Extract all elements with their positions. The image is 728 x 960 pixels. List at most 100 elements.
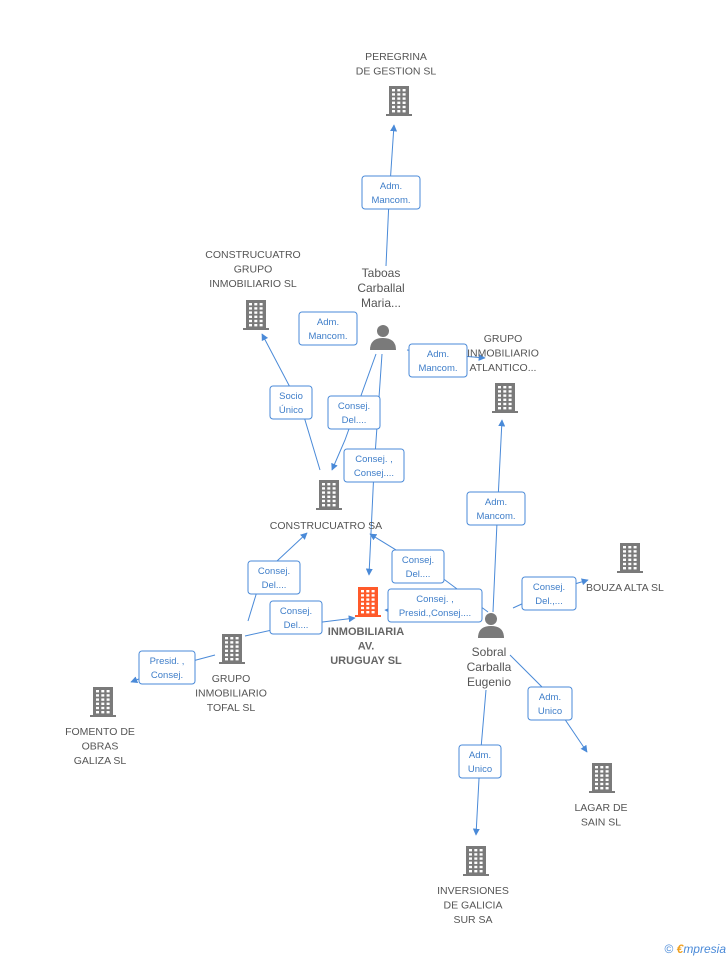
relation-text: Adm. <box>485 497 507 508</box>
relation-text: Consej. <box>151 670 183 681</box>
node-label-line: PEREGRINA <box>365 51 427 63</box>
relation-text: Consej. <box>258 566 290 577</box>
relation-label-r-consej-del-sobral-csa[interactable]: Consej. Del.... <box>391 549 445 584</box>
node-label-line: BOUZA ALTA SL <box>586 582 664 594</box>
relation-text: Mancom. <box>371 195 410 206</box>
person-icon <box>478 613 504 638</box>
relation-text: Consej. <box>533 582 565 593</box>
node-label-line: INMOBILIARIO SL <box>209 278 297 290</box>
relation-label-r-consej-del-taboas[interactable]: Consej. Del.... <box>327 395 381 430</box>
node-label-line: ATLANTICO... <box>470 362 537 374</box>
relation-label-r-consej-del-tofal-main[interactable]: Consej. Del.... <box>269 600 323 635</box>
relation-label-r-adm-atlantico-sobral[interactable]: Adm. Mancom. <box>466 491 526 526</box>
building-icon <box>355 587 381 617</box>
node-label-line: INVERSIONES <box>437 885 509 897</box>
relation-text: Consej. <box>280 606 312 617</box>
person-icon <box>370 325 396 350</box>
relation-label-r-adm-construcuatro-grupo[interactable]: Adm. Mancom. <box>298 311 358 346</box>
relation-text: Unico <box>538 706 562 717</box>
relation-text: Presid.,Consej.... <box>399 608 471 619</box>
relation-edge <box>331 353 377 471</box>
relation-text: Presid. , <box>150 656 185 667</box>
relation-text: Adm. <box>539 692 561 703</box>
relation-text: Mancom. <box>308 331 347 342</box>
relation-label-r-presid-consej-fomento[interactable]: Presid. , Consej. <box>138 650 196 685</box>
relations-layer: Adm. Mancom. Adm. Mancom. Adm. Mancom. SocioÚn… <box>138 175 577 779</box>
relation-text: Del.... <box>284 620 309 631</box>
empresia-logo-icon: € <box>676 942 684 956</box>
node-grupo-atlantico[interactable]: GRUPO INMOBILIARIO ATLANTICO... <box>467 333 539 413</box>
node-label-line: GALIZA SL <box>74 755 127 767</box>
node-label-line: CONSTRUCUATRO SA <box>270 520 382 532</box>
node-label-line: INMOBILIARIO <box>467 348 539 360</box>
node-label-line: FOMENTO DE <box>65 726 135 738</box>
node-label-line: CONSTRUCUATRO <box>205 249 300 261</box>
relation-text: Adm. <box>317 317 339 328</box>
node-label-line: Taboas <box>362 266 401 280</box>
node-label-line: GRUPO <box>484 333 523 345</box>
node-label-line: DE GESTION SL <box>356 66 437 78</box>
relation-text: Socio <box>279 391 303 402</box>
building-icon <box>219 634 245 664</box>
relation-text: Del.,... <box>535 596 562 607</box>
node-label-line: Sobral <box>472 645 507 659</box>
relation-text: Mancom. <box>418 363 457 374</box>
relation-label-r-adm-unico-lagar[interactable]: Adm. Unico <box>527 686 573 721</box>
relation-text: Unico <box>468 764 492 775</box>
relation-text: Adm. <box>380 181 402 192</box>
relation-text: Del.... <box>342 415 367 426</box>
nodes-layer: PEREGRINA DE GESTION SL CONSTRUCUATRO GRUPO… <box>65 51 664 926</box>
node-label-line: GRUPO <box>212 673 251 685</box>
node-label-line: INMOBILIARIA <box>328 626 404 638</box>
brand-name: mpresia <box>683 942 726 956</box>
node-label-line: SUR SA <box>453 914 492 926</box>
building-icon <box>90 687 116 717</box>
relation-label-r-consej-del-tofal-csa[interactable]: Consej. Del.... <box>247 560 301 595</box>
node-label-line: GRUPO <box>234 264 273 276</box>
copyright-icon: © <box>664 942 674 956</box>
relation-label-r-consej-del-bouza[interactable]: Consej. Del.,... <box>521 576 577 611</box>
node-inversiones[interactable]: INVERSIONES DE GALICIA SUR SA <box>437 846 509 926</box>
relation-label-r-adm-peregrina[interactable]: Adm. Mancom. <box>361 175 421 210</box>
relation-text: Consej. <box>338 401 370 412</box>
relation-text: Del.... <box>262 580 287 591</box>
node-bouza[interactable]: BOUZA ALTA SL <box>586 543 664 594</box>
relation-text: Único <box>279 405 303 416</box>
node-label-line: Maria... <box>361 296 401 310</box>
building-icon <box>243 300 269 330</box>
relation-label-r-consej-taboas-main[interactable]: Consej. , Consej.... <box>343 448 405 483</box>
node-label-line: Eugenio <box>467 675 511 689</box>
node-construcuatro-grupo[interactable]: CONSTRUCUATRO GRUPO INMOBILIARIO SL <box>205 249 301 330</box>
building-icon <box>492 383 518 413</box>
relation-label-r-consej-presid-sobral-main[interactable]: Consej. , Presid.,Consej.... <box>387 588 483 623</box>
building-icon <box>386 86 412 116</box>
building-icon <box>463 846 489 876</box>
node-label-line: DE GALICIA <box>444 900 503 912</box>
node-label-line: INMOBILIARIO <box>195 688 267 700</box>
node-construcuatro-sa[interactable]: CONSTRUCUATRO SA <box>270 480 382 532</box>
relation-text: Consej. <box>402 555 434 566</box>
node-fomento[interactable]: FOMENTO DE OBRAS GALIZA SL <box>65 687 135 767</box>
node-tofal[interactable]: GRUPO INMOBILIARIO TOFAL SL <box>195 634 267 714</box>
relation-text: Adm. <box>427 349 449 360</box>
relation-text: Mancom. <box>476 511 515 522</box>
node-taboas[interactable]: TaboasCarballalMaria... <box>357 266 405 350</box>
node-peregrina[interactable]: PEREGRINA DE GESTION SL <box>356 51 437 116</box>
building-icon <box>617 543 643 573</box>
relation-text: Del.... <box>406 569 431 580</box>
node-label-line: LAGAR DE <box>574 802 627 814</box>
relation-text: Consej. , <box>355 454 393 465</box>
relation-text: Consej.... <box>354 468 394 479</box>
footer-brand[interactable]: © €mpresia <box>664 942 726 956</box>
node-label-line: Carballa <box>467 660 512 674</box>
relation-label-r-adm-atlantico-taboas[interactable]: Adm. Mancom. <box>408 343 468 378</box>
relation-text: Consej. , <box>416 594 454 605</box>
node-label-line: OBRAS <box>82 741 119 753</box>
relation-label-r-adm-unico-inversiones[interactable]: Adm.Unico <box>458 744 502 779</box>
node-label-line: TOFAL SL <box>207 702 256 714</box>
